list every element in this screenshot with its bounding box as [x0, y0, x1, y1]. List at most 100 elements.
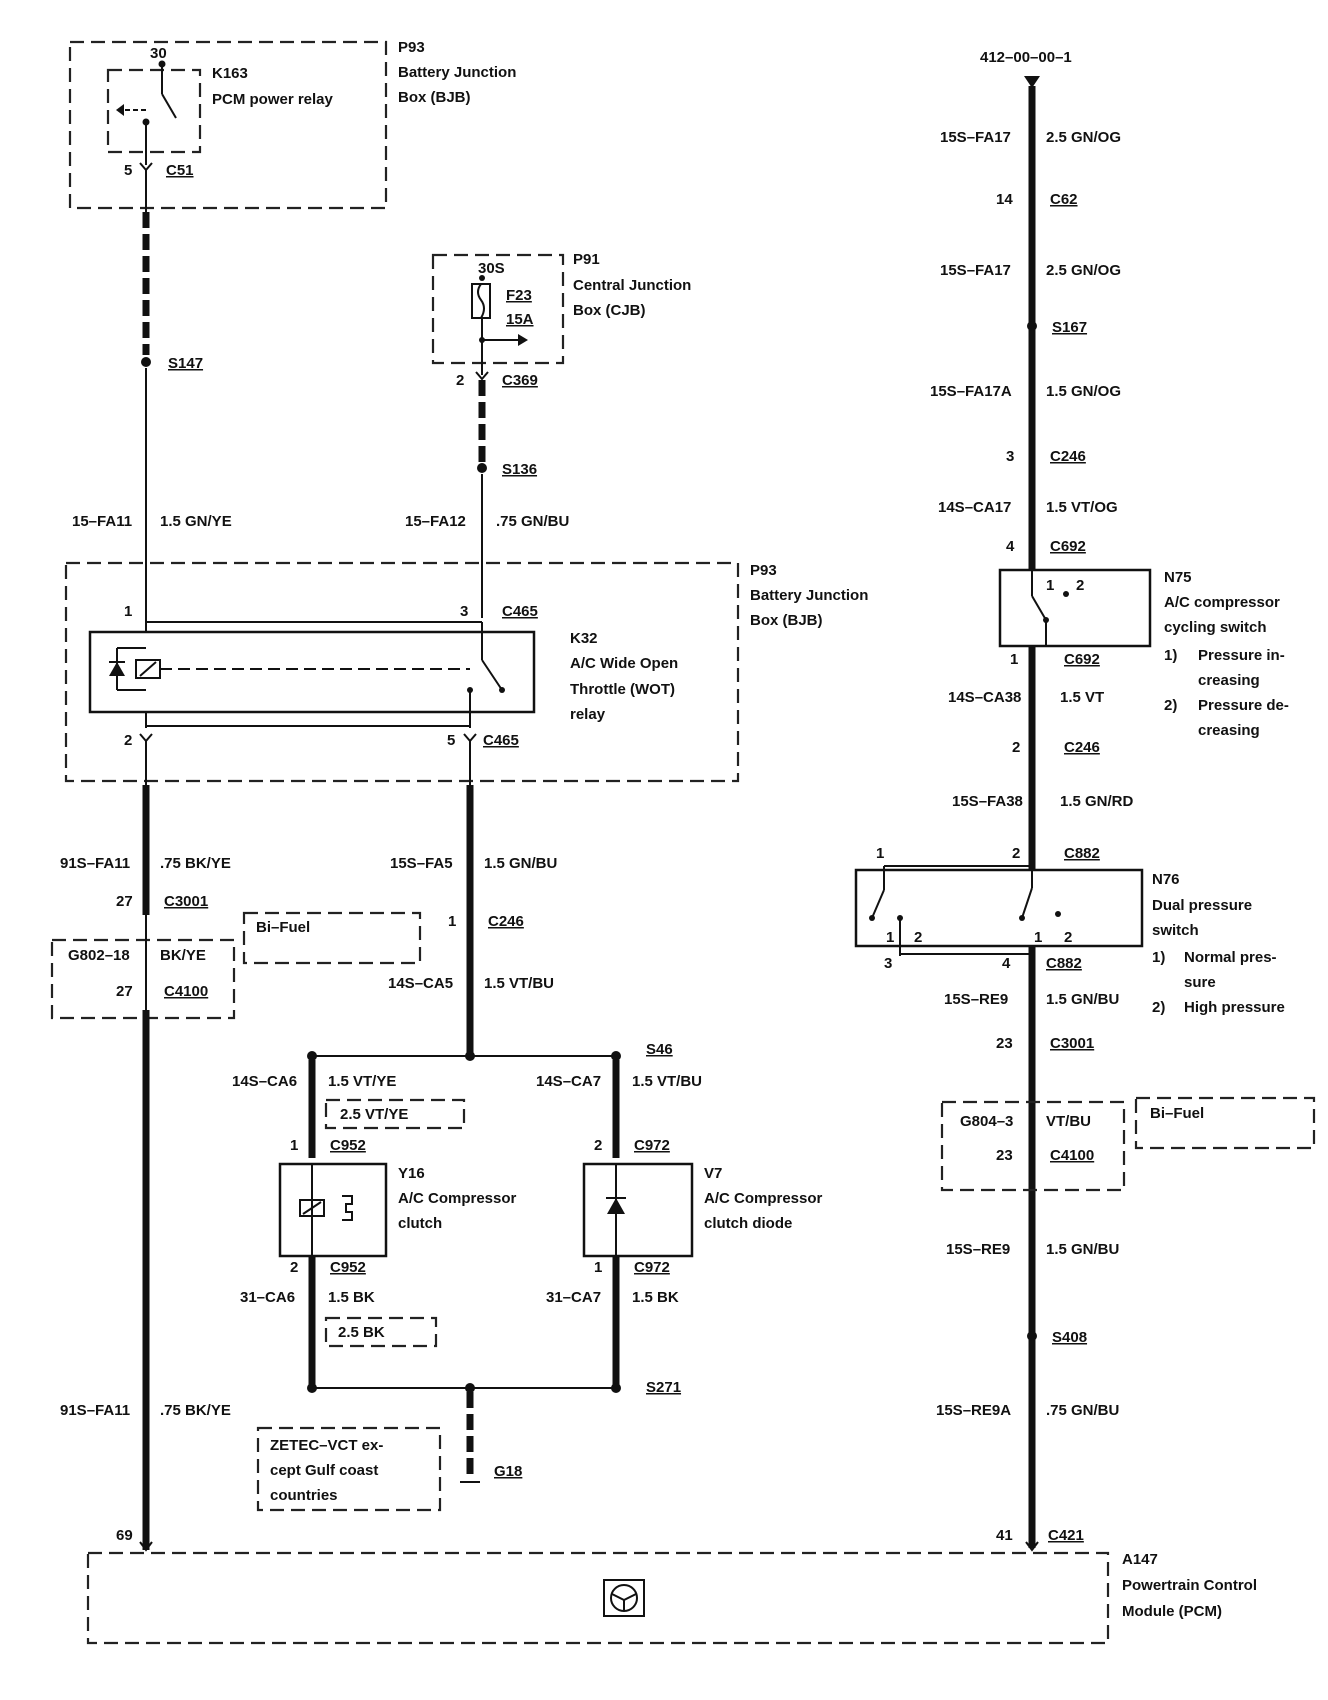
c692b-connector: C692 [1064, 651, 1100, 668]
y16-coil-icon [299, 1199, 325, 1217]
p93-mid-name-2: Box (BJB) [750, 612, 823, 629]
fa12-circuit: 15–FA12 [405, 513, 466, 530]
c4100-left-pin: 27 [116, 983, 133, 1000]
n76-right-pos-2: 2 [1064, 929, 1072, 946]
c4100-left-connector: C4100 [164, 983, 208, 1000]
c51-connector: C51 [166, 162, 194, 179]
c972-top-connector: C972 [634, 1137, 670, 1154]
s147-label: S147 [168, 355, 203, 372]
fa12-wire: .75 GN/BU [496, 513, 569, 530]
k32-line-1: A/C Wide Open [570, 655, 678, 672]
y16-name-1: A/C Compressor [398, 1190, 517, 1207]
n75-pos-2: 2 [1076, 577, 1084, 594]
ca6-wire: 1.5 VT/YE [328, 1073, 396, 1090]
g804-box [940, 1100, 1126, 1192]
n76-left-pos-1: 1 [886, 929, 894, 946]
k163-pin-bottom: 5 [124, 162, 132, 179]
ca5-wire: 1.5 VT/BU [484, 975, 554, 992]
r-w1-circuit: 15S–FA17 [940, 129, 1011, 146]
r-w3-wire: 1.5 GN/OG [1046, 383, 1121, 400]
bifuel-left-label: Bi–Fuel [256, 919, 310, 936]
r-w5-wire: 1.5 VT [1060, 689, 1104, 706]
p91-id: P91 [573, 251, 600, 268]
bifuel-left-box [242, 911, 422, 965]
g804-wire: VT/BU [1046, 1113, 1091, 1130]
s408-splice [1027, 1331, 1037, 1341]
r-w9-wire: .75 GN/BU [1046, 1402, 1119, 1419]
n76-note-1-num: 1) [1152, 949, 1165, 966]
c465-top-connector: C465 [502, 603, 538, 620]
c369-connector: C369 [502, 372, 538, 389]
v7-name-1: A/C Compressor [704, 1190, 823, 1207]
ca7-wire: 1.5 VT/BU [632, 1073, 702, 1090]
r-w4-wire: 1.5 VT/OG [1046, 499, 1118, 516]
fa5-circuit: 15S–FA5 [390, 855, 453, 872]
c246-mid-connector: C246 [488, 913, 524, 930]
g802-wire: BK/YE [160, 947, 206, 964]
p91-name-1: Central Junction [573, 277, 691, 294]
zetec-line-3: countries [270, 1487, 338, 1504]
bifuel-right-box [1134, 1096, 1316, 1150]
31ca7-wire: 1.5 BK [632, 1289, 679, 1306]
r-w2-circuit: 15S–FA17 [940, 262, 1011, 279]
p93-mid-name-1: Battery Junction [750, 587, 868, 604]
n76-note-2-a: High pressure [1184, 999, 1285, 1016]
ca5-circuit: 14S–CA5 [388, 975, 453, 992]
r-w9-circuit: 15S–RE9A [936, 1402, 1011, 1419]
91sfa11-wire: .75 BK/YE [160, 855, 231, 872]
r-w6-circuit: 15S–FA38 [952, 793, 1023, 810]
fa5-wire: 1.5 GN/BU [484, 855, 557, 872]
k32-pin-3: 3 [460, 603, 468, 620]
zetec-line-2: cept Gulf coast [270, 1462, 378, 1479]
p91-name-2: Box (CJB) [573, 302, 646, 319]
31ca6-alt-wire: 2.5 BK [338, 1324, 385, 1341]
pcm-pin-69: 69 [116, 1527, 133, 1544]
v7-pin-top: 2 [594, 1137, 602, 1154]
31ca7-circuit: 31–CA7 [546, 1289, 601, 1306]
pcm-id: A147 [1122, 1551, 1158, 1568]
v7-name-2: clutch diode [704, 1215, 792, 1232]
n76-name-1: Dual pressure [1152, 897, 1252, 914]
y16-clutch-icon [342, 1195, 353, 1221]
n75-note-1-b: creasing [1198, 672, 1260, 689]
v7-pin-bottom: 1 [594, 1259, 602, 1276]
k32-id: K32 [570, 630, 598, 647]
pcm-name-1: Powertrain Control [1122, 1577, 1257, 1594]
31ca6-alt-box [324, 1316, 438, 1348]
c882a-connector: C882 [1064, 845, 1100, 862]
k32-line-3: relay [570, 706, 606, 723]
k32-pin-5: 5 [447, 732, 455, 749]
ca7-circuit: 14S–CA7 [536, 1073, 601, 1090]
n75-pos-1: 1 [1046, 577, 1054, 594]
g802-box [50, 938, 236, 1020]
n76-id: N76 [1152, 871, 1180, 888]
k32-pin-1: 1 [124, 603, 132, 620]
n75-switch [998, 568, 1152, 648]
n76-note-1-a: Normal pres- [1184, 949, 1277, 966]
c246b-pin: 2 [1012, 739, 1020, 756]
c246b-connector: C246 [1064, 739, 1100, 756]
s147-splice [141, 357, 151, 367]
fa11-wire: 1.5 GN/YE [160, 513, 232, 530]
s46-splice [611, 1051, 621, 1061]
c882b-connector: C882 [1046, 955, 1082, 972]
s136-splice [477, 463, 487, 473]
p93-top-name-1: Battery Junction [398, 64, 516, 81]
r-w7-circuit: 15S–RE9 [944, 991, 1008, 1008]
p91-box [431, 253, 565, 365]
n76-pin-1: 1 [876, 845, 884, 862]
g802-circuit: G802–18 [68, 947, 130, 964]
k163-relay-box [106, 68, 202, 154]
c421-connector: C421 [1048, 1527, 1084, 1544]
n76-note-2-num: 2) [1152, 999, 1165, 1016]
n76-note-1-b: sure [1184, 974, 1216, 991]
n76-pin-2: 2 [1012, 845, 1020, 862]
ref-label: 412–00–00–1 [980, 49, 1072, 66]
r-w3-circuit: 15S–FA17A [930, 383, 1012, 400]
c4100-right-pin: 23 [996, 1147, 1013, 1164]
k32-pin-2: 2 [124, 732, 132, 749]
p93-mid-id: P93 [750, 562, 777, 579]
c692b-pin: 1 [1010, 651, 1018, 668]
p93-mid-box [64, 561, 740, 783]
